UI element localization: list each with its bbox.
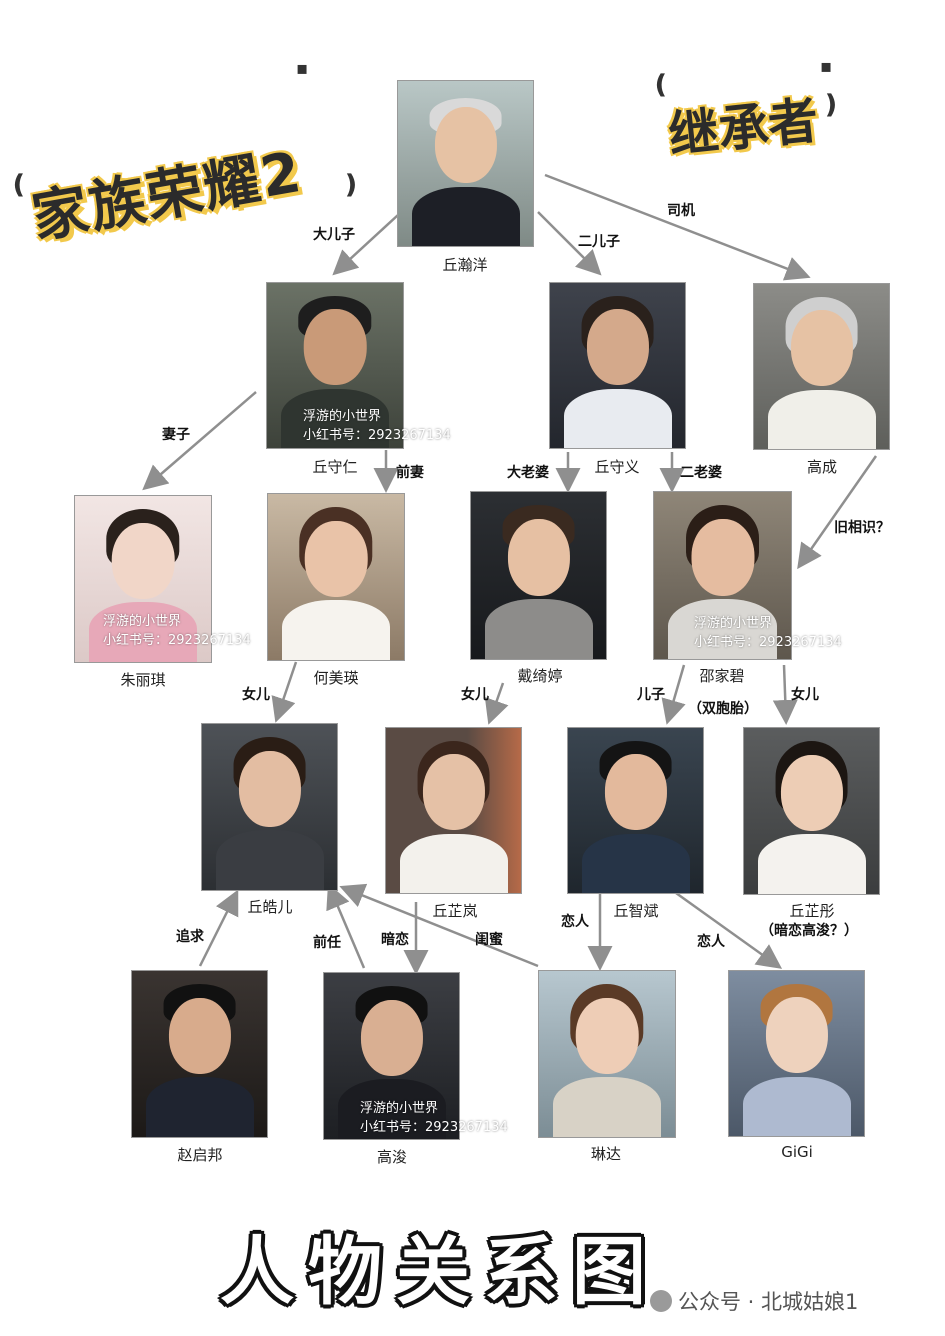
sparkle-icon: ▪ — [296, 58, 309, 79]
sparkle-icon: ❪ — [650, 70, 672, 100]
watermark: 浮游的小世界小红书号：2923267134 — [303, 409, 451, 443]
watermark: 浮游的小世界小红书号：2923267134 — [360, 1101, 508, 1135]
portrait-gao-cheng — [753, 283, 890, 450]
name-gigi: GiGi — [781, 1143, 813, 1161]
arrow-wife — [142, 391, 257, 491]
portrait-gigi — [728, 970, 865, 1137]
name-qiu-zhitong: 丘芷彤 — [789, 902, 835, 920]
name-zhao-qibang: 赵启邦 — [177, 1146, 223, 1164]
relation-label: 司机 — [667, 203, 695, 219]
relation-label: 恋人 — [561, 914, 589, 930]
relation-label: 儿子 — [637, 687, 665, 703]
portrait-zhu-liqi: 浮游的小世界小红书号：2923267134 — [74, 495, 251, 663]
name-qiu-shouren: 丘守仁 — [312, 458, 358, 476]
name-lin-da: 琳达 — [590, 1145, 621, 1163]
portrait-lin-da — [538, 970, 676, 1138]
sparkle-icon: ❪ — [8, 170, 30, 200]
arrow-pursue — [198, 889, 239, 967]
relation-label: 女儿 — [461, 687, 489, 703]
portrait-he-meiying — [267, 493, 405, 661]
name-gao-jun: 高浚 — [376, 1148, 407, 1166]
source-credit: 公众号 · 北城姑娘1 — [650, 1286, 858, 1316]
arrow-second-son — [537, 211, 602, 276]
portrait-qiu-shouyi — [549, 282, 686, 449]
relation-label: 前任 — [313, 935, 341, 951]
name-he-meiying: 何美瑛 — [313, 669, 359, 687]
name-qiu-hanyang: 丘瀚洋 — [442, 256, 488, 274]
portrait-shao-jiabi: 浮游的小世界小红书号：2923267134 — [653, 491, 842, 660]
name-dai-qiting: 戴绮婷 — [517, 667, 563, 685]
relation-label: 妻子 — [162, 427, 190, 443]
relation-label: 闺蜜 — [475, 932, 503, 948]
relation-label: 旧相识？ — [834, 520, 890, 536]
watermark: 浮游的小世界小红书号：2923267134 — [103, 614, 251, 648]
relation-label: （暗恋高浚？） — [760, 923, 858, 939]
watermark: 浮游的小世界小红书号：2923267134 — [694, 616, 842, 650]
arrow-daughter-he — [271, 661, 298, 723]
portrait-zhao-qibang — [131, 970, 268, 1138]
arrow-son-shao — [661, 664, 686, 725]
relation-label: （双胞胎） — [688, 701, 758, 717]
sparkle-icon: ▪ — [820, 56, 833, 77]
relation-label: 女儿 — [242, 687, 270, 703]
arrow-bestie — [339, 883, 539, 968]
arrow-eldest-son — [332, 214, 399, 276]
portrait-qiu-zhitong — [743, 727, 880, 895]
wechat-icon — [650, 1290, 672, 1312]
name-gao-cheng: 高成 — [806, 458, 837, 476]
portrait-gao-jun: 浮游的小世界小红书号：2923267134 — [323, 972, 508, 1140]
portrait-qiu-hanyang — [397, 80, 534, 247]
relation-label: 女儿 — [791, 687, 819, 703]
arrow-daughter-dai — [484, 682, 509, 725]
chart-title: 人物关系图 — [220, 1229, 660, 1315]
portrait-dai-qiting — [470, 491, 607, 660]
relation-label: 大儿子 — [313, 227, 355, 243]
portrait-qiu-shouren: 浮游的小世界小红书号：2923267134 — [266, 282, 451, 449]
relation-label: 前妻 — [396, 465, 424, 481]
arrow-lover-gigi — [675, 891, 783, 969]
relation-label: 暗恋 — [381, 932, 409, 948]
arrow-old-acquaintance — [797, 455, 878, 570]
arrow-daughter-shao — [772, 664, 798, 725]
portrait-qiu-haoer — [201, 723, 338, 891]
name-qiu-zhibin: 丘智斌 — [613, 902, 659, 920]
portrait-qiu-zhibin — [567, 727, 704, 894]
name-shao-jiabi: 邵家碧 — [699, 667, 745, 685]
arrow-ex — [326, 883, 366, 969]
arrow-driver — [544, 173, 811, 281]
name-qiu-haoer: 丘皓儿 — [247, 898, 293, 916]
sparkle-icon: ❫ — [340, 170, 362, 200]
relation-label: 恋人 — [697, 934, 725, 950]
portrait-qiu-zhilan — [385, 727, 522, 894]
relation-label: 二儿子 — [578, 234, 620, 250]
name-qiu-shouyi: 丘守义 — [594, 458, 640, 476]
relation-label: 大老婆 — [507, 465, 549, 481]
relation-label: 二老婆 — [680, 465, 722, 481]
relation-label: 追求 — [176, 929, 204, 945]
name-qiu-zhilan: 丘芷岚 — [432, 902, 478, 920]
sparkle-icon: ❫ — [820, 90, 842, 120]
name-zhu-liqi: 朱丽琪 — [120, 671, 166, 689]
